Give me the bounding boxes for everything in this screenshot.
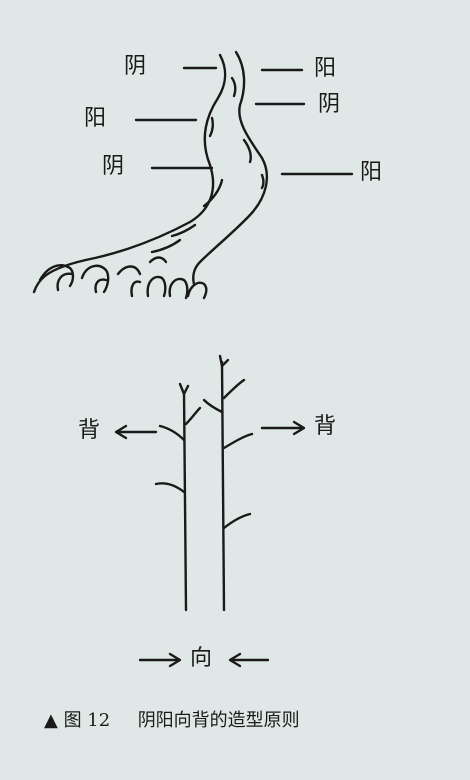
root	[130, 280, 142, 298]
label-yin-left-low: 阴	[102, 154, 125, 179]
branch-left-back	[158, 424, 186, 442]
trunk-drawing	[32, 50, 269, 300]
root	[146, 275, 167, 298]
figure-number: 图 12	[63, 710, 111, 731]
branch-right-back	[222, 432, 254, 450]
arrow-facing-right-head	[228, 652, 242, 668]
root	[186, 281, 208, 300]
label-back-right: 背	[314, 414, 337, 439]
branch-right-facing	[202, 398, 224, 414]
bark-mark	[170, 223, 197, 238]
label-yin-left-top: 阴	[124, 54, 147, 79]
root	[168, 277, 189, 300]
arrow-back-right-head	[292, 420, 306, 436]
arrow-facing-left-head	[168, 652, 182, 668]
root	[80, 264, 110, 294]
label-facing: 向	[190, 646, 213, 671]
label-yang-right-top: 阳	[314, 56, 337, 81]
bark-mark	[202, 178, 224, 208]
triangle-marker-icon: ▲	[44, 710, 58, 731]
branch-right-back	[222, 512, 252, 530]
branch-left-facing	[184, 406, 202, 426]
arrows	[114, 420, 306, 668]
root	[148, 256, 168, 264]
leader-lines	[134, 66, 354, 176]
trunk-left-outline	[32, 53, 227, 294]
root	[116, 265, 142, 276]
root	[56, 272, 74, 292]
label-back-left: 背	[78, 418, 101, 443]
branch-right-back	[222, 378, 246, 400]
label-yang-left-mid: 阳	[84, 106, 107, 131]
bark-mark	[260, 173, 265, 190]
caption-title: 阴阳向背的造型原则	[137, 710, 300, 731]
trunk-right-outline	[192, 50, 269, 286]
bark-mark	[242, 138, 252, 164]
root	[94, 278, 108, 294]
arrow-back-left-head	[114, 424, 128, 440]
label-yin-right-mid: 阴	[318, 92, 341, 117]
bark-mark	[150, 238, 182, 254]
stem-tip-right	[218, 354, 230, 368]
bark-mark	[230, 76, 237, 98]
label-yang-right-low: 阳	[360, 160, 383, 185]
stem-right	[220, 360, 226, 612]
stem-left	[182, 390, 188, 612]
figure-caption: ▲ 图 12 阴阳向背的造型原则	[44, 706, 300, 732]
root	[38, 264, 75, 288]
stem-tip-left	[178, 382, 190, 396]
stems-drawing	[154, 354, 254, 612]
branch-left-back	[154, 482, 186, 494]
bark-mark	[208, 116, 215, 138]
